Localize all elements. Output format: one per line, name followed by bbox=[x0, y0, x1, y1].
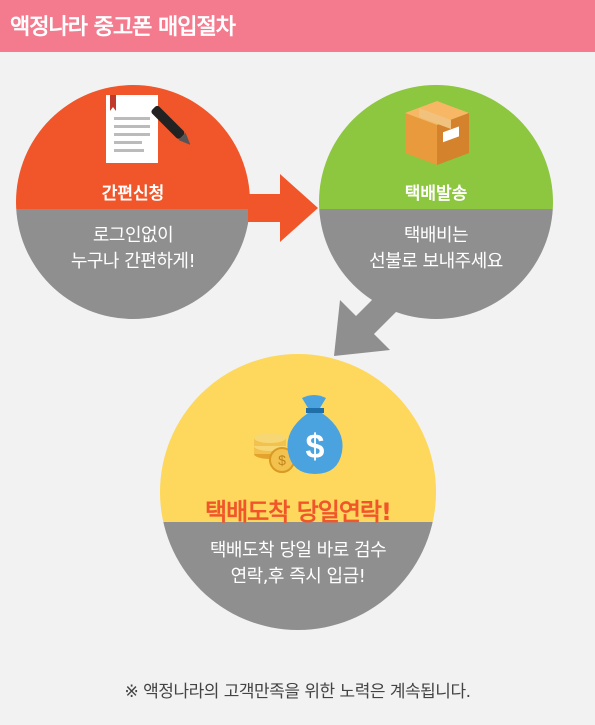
svg-text:$: $ bbox=[278, 452, 286, 468]
svg-text:$: $ bbox=[306, 428, 325, 466]
footer-note: ※ 액정나라의 고객만족을 위한 노력은 계속됩니다. bbox=[124, 682, 471, 702]
document-pen-icon bbox=[106, 95, 190, 163]
package-box-icon bbox=[405, 101, 469, 165]
step-1-circle: 간편신청 로그인없이 누구나 간편하게! bbox=[16, 85, 250, 319]
step-3-label: 택배도착 당일연락! bbox=[205, 498, 392, 526]
step-2-label: 택배발송 bbox=[404, 184, 468, 204]
step-1-label: 간편신청 bbox=[101, 184, 165, 204]
step-2-circle: 택배발송 택배비는 선불로 보내주세요 bbox=[319, 85, 553, 319]
page-header: 액정나라 중고폰 매입절차 bbox=[0, 0, 595, 52]
step-3-desc: 택배도착 당일 바로 검수 연락,후 즉시 입금! bbox=[209, 540, 387, 587]
page-title: 액정나라 중고폰 매입절차 bbox=[10, 15, 236, 40]
step-1-desc: 로그인없이 누구나 간편하게! bbox=[70, 225, 196, 272]
step-3-circle: $ $ 택배도착 당일연락! 택배도착 당일 바로 검수 연락,후 즉시 입금! bbox=[160, 354, 436, 630]
money-bag-icon: $ $ bbox=[254, 395, 343, 474]
arrow-down-left-icon bbox=[334, 276, 404, 356]
step-2-desc: 택배비는 선불로 보내주세요 bbox=[369, 225, 503, 272]
arrow-right-icon bbox=[248, 174, 318, 242]
